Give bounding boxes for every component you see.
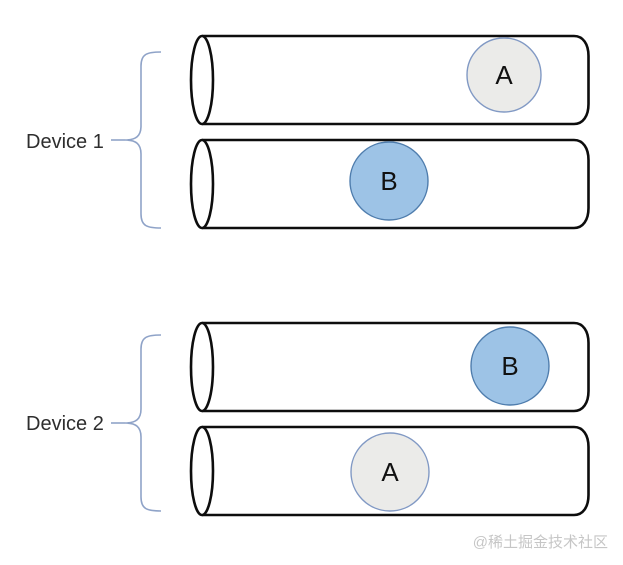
brace-curve (124, 334, 162, 512)
device-1-label: Device 1 (26, 131, 104, 153)
device-1-brace (111, 51, 162, 229)
pipe-open-end (189, 425, 215, 517)
watermark-text: @稀土掘金技术社区 (473, 534, 608, 551)
device-1-group: Device 1 A B (26, 34, 590, 230)
ball-b (349, 141, 429, 221)
brace-curve (124, 51, 162, 229)
device-2-label: Device 2 (26, 413, 104, 435)
pipe-open-end (189, 321, 215, 413)
pipe-open-end (189, 138, 215, 230)
ball-a (350, 432, 430, 512)
ball-a-label: A (381, 457, 399, 487)
ball-b-label: B (380, 166, 397, 196)
device-2-brace (111, 334, 162, 512)
ball-b (470, 326, 550, 406)
ball-a (466, 37, 542, 113)
device-2-group: Device 2 B A (26, 321, 590, 517)
ball-b-label: B (501, 351, 518, 381)
ball-a-label: A (495, 60, 513, 90)
pipe-open-end (189, 34, 215, 126)
